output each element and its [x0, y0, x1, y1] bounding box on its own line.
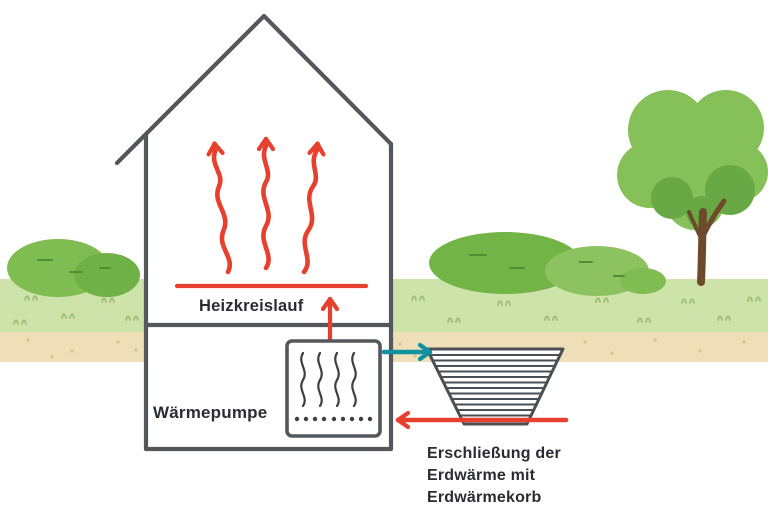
- heating-circuit: [174, 136, 369, 344]
- heat-pump-label: Wärmepumpe: [153, 403, 267, 422]
- tree: [617, 90, 768, 286]
- grass-tufts: [13, 295, 761, 325]
- korb-outline: [425, 347, 565, 426]
- heat-wave-arrow-right: [301, 141, 326, 275]
- soil-speckles: [26, 338, 746, 359]
- korb-caption-line3: Erdwärmekorb: [427, 489, 541, 506]
- heat-pump-waves: [300, 351, 357, 408]
- heat-pump: [285, 339, 382, 438]
- korb-caption: Erschließung der Erdwärme mit Erdwärmeko…: [427, 445, 561, 506]
- heating-circuit-label: Heizkreislauf: [199, 297, 304, 315]
- korb-caption-line1: Erschließung der: [427, 445, 561, 462]
- heat-wave-arrow-left: [206, 141, 232, 275]
- tree-foliage: [617, 90, 768, 230]
- middle-bushes: [429, 232, 666, 296]
- tree-trunk: [687, 198, 727, 286]
- heat-wave-arrow-middle: [256, 136, 276, 271]
- house-roof: [114, 13, 394, 166]
- heat-pump-vents: [294, 416, 373, 422]
- heat-pump-box: [285, 339, 382, 438]
- left-bush: [7, 239, 140, 297]
- korb-caption-line2: Erdwärme mit: [427, 467, 536, 484]
